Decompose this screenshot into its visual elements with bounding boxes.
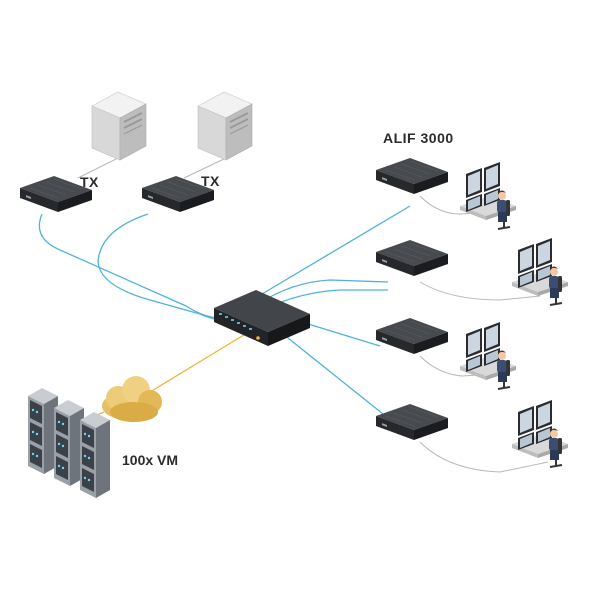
server-rack-icon bbox=[54, 400, 84, 486]
vm-count-label: 100x VM bbox=[122, 452, 179, 468]
fiber-switch-rx1 bbox=[261, 205, 411, 295]
switch-icon bbox=[214, 290, 310, 346]
receiver-icon bbox=[375, 403, 449, 441]
workstation-icon bbox=[459, 161, 517, 230]
fiber-switch-rx4 bbox=[277, 329, 389, 419]
receiver-icon bbox=[375, 317, 449, 355]
copper-switch-cloud bbox=[149, 329, 253, 393]
wire-rx4-ws4 bbox=[419, 441, 549, 473]
pc-tower-icon bbox=[197, 91, 253, 161]
pc-tower-icon bbox=[91, 91, 147, 161]
wire-rx2-ws2 bbox=[419, 281, 541, 301]
server-rack-icon bbox=[28, 388, 58, 474]
wire-rx3-ws3 bbox=[419, 355, 497, 377]
cloud-icon bbox=[102, 376, 162, 422]
receiver-model-label: ALIF 3000 bbox=[383, 130, 454, 146]
receiver-icon bbox=[375, 239, 449, 277]
tx-label-right: TX bbox=[201, 173, 220, 189]
wire-rx1-ws1 bbox=[419, 195, 495, 215]
wire-tx1-pc1 bbox=[77, 157, 119, 179]
fiber-tx1-switch bbox=[38, 213, 229, 319]
server-rack-icon bbox=[80, 412, 110, 498]
tx-label-left: TX bbox=[80, 174, 99, 190]
workstation-icon bbox=[459, 321, 517, 390]
copper-wires bbox=[77, 157, 549, 473]
workstation-icon bbox=[511, 399, 569, 468]
fiber-tx2-switch bbox=[97, 213, 237, 322]
wire-tx2-pc2 bbox=[183, 157, 227, 179]
receiver-icon bbox=[375, 157, 449, 195]
workstation-icon bbox=[511, 237, 569, 306]
